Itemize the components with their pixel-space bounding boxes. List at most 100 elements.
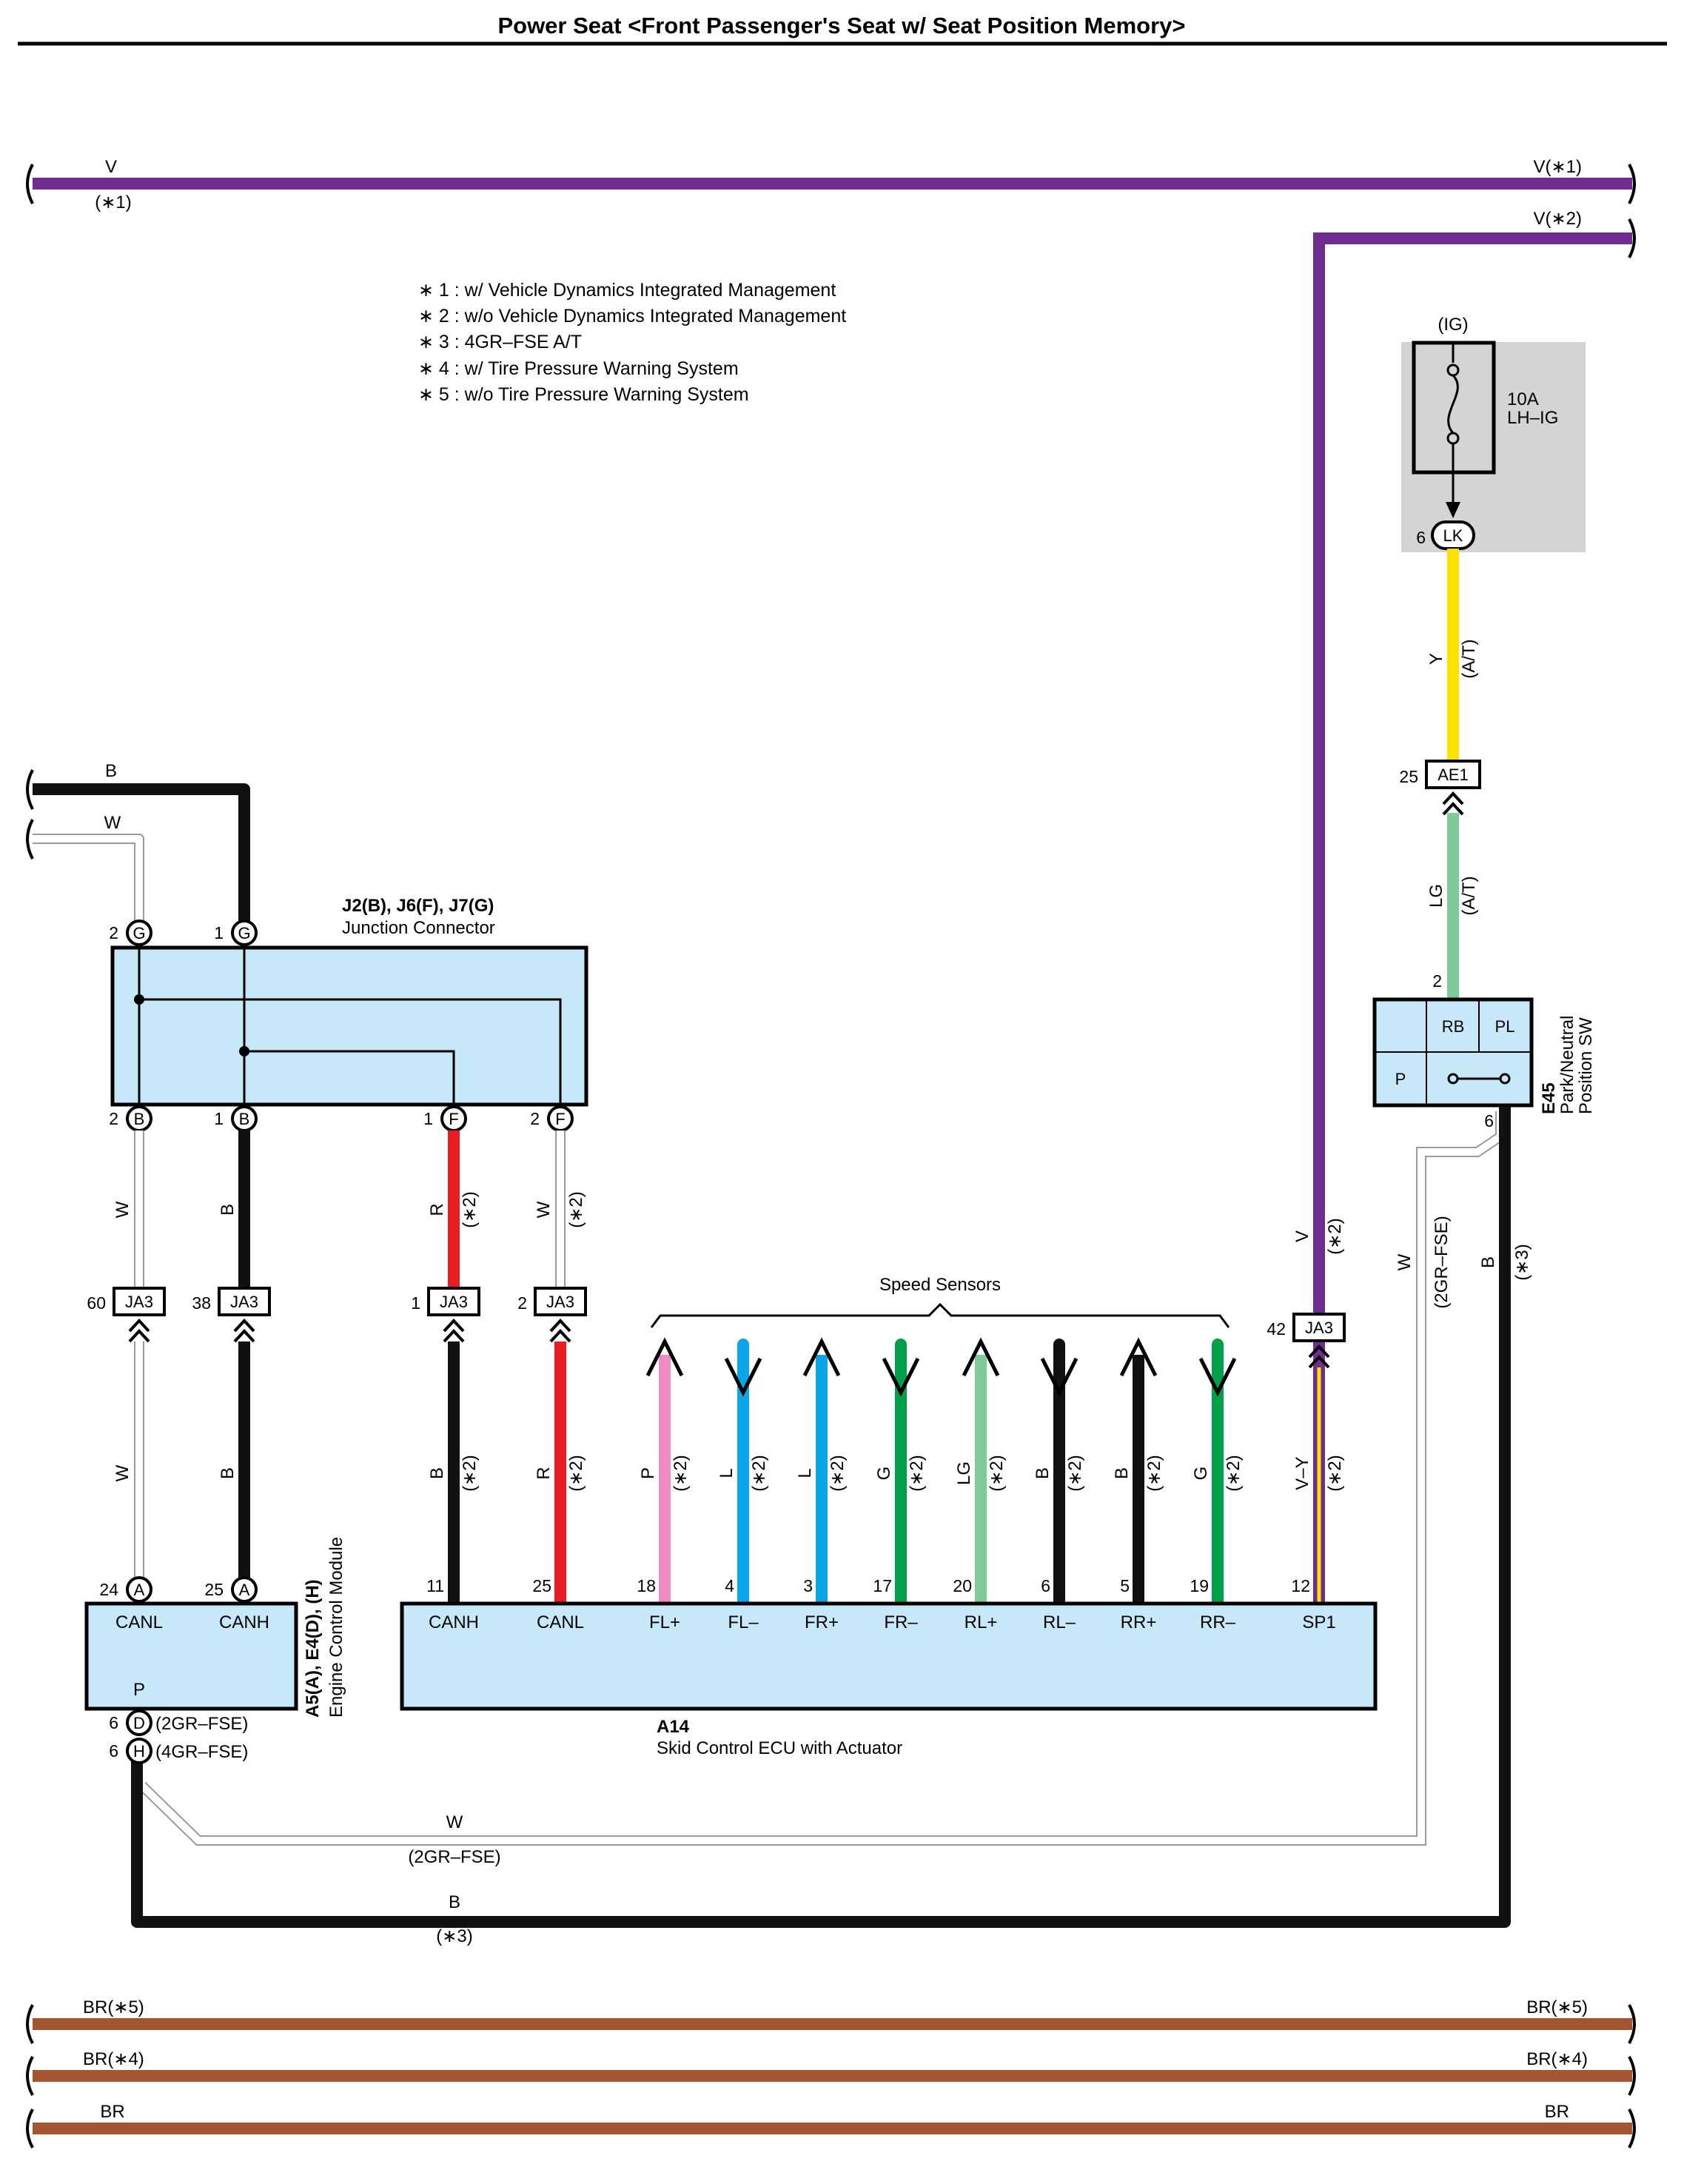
svg-text:18: 18 xyxy=(637,1576,656,1595)
svg-text:1: 1 xyxy=(411,1293,420,1313)
svg-text:RB: RB xyxy=(1442,1017,1465,1036)
svg-text:1: 1 xyxy=(423,1109,433,1128)
svg-text:4: 4 xyxy=(725,1576,734,1595)
svg-text:Engine Control Module: Engine Control Module xyxy=(326,1537,346,1718)
svg-text:(∗2): (∗2) xyxy=(828,1455,848,1491)
svg-text:2: 2 xyxy=(1432,971,1442,991)
br-wire-5: BR(∗5) BR(∗5) xyxy=(26,1997,1636,2044)
svg-text:(∗2): (∗2) xyxy=(1325,1455,1345,1491)
svg-text:JA3: JA3 xyxy=(230,1293,258,1311)
lg-wire: LG (A/T) 2 xyxy=(1426,813,1479,999)
top-w-wire: W xyxy=(26,813,144,921)
svg-text:2: 2 xyxy=(517,1293,527,1313)
svg-text:FL–: FL– xyxy=(728,1612,759,1632)
lower-wire-fr-plus: L (∗2) xyxy=(795,1337,848,1603)
svg-text:6: 6 xyxy=(109,1713,118,1732)
svg-text:G: G xyxy=(1191,1467,1211,1481)
speed-sensors-bracket: Speed Sensors xyxy=(650,1275,1230,1328)
svg-text:J2(B), J6(F), J7(G): J2(B), J6(F), J7(G) xyxy=(342,896,494,916)
svg-text:5: 5 xyxy=(1120,1576,1130,1595)
svg-text:G: G xyxy=(132,924,145,942)
svg-text:W: W xyxy=(446,1812,463,1832)
br-wire-4: BR(∗4) BR(∗4) xyxy=(26,2049,1636,2096)
svg-text:6: 6 xyxy=(1484,1111,1494,1130)
svg-text:6: 6 xyxy=(109,1741,118,1761)
svg-text:JA3: JA3 xyxy=(1305,1319,1333,1337)
upper-wire-w: W xyxy=(113,1130,144,1288)
svg-text:LG: LG xyxy=(1426,884,1446,908)
svg-text:(∗2): (∗2) xyxy=(566,1455,586,1491)
svg-text:W: W xyxy=(1395,1253,1415,1270)
svg-text:(∗2): (∗2) xyxy=(460,1191,480,1227)
fuse-name: LH–IG xyxy=(1507,408,1558,428)
y-wire: Y (A/T) xyxy=(1426,549,1479,761)
svg-text:Y: Y xyxy=(1426,653,1446,665)
svg-text:FR–: FR– xyxy=(884,1612,918,1632)
svg-text:A: A xyxy=(239,1581,250,1599)
lower-wire-ecm-canh: B xyxy=(218,1341,250,1578)
v-wire-1: V (∗1) V(∗1) xyxy=(26,157,1636,212)
svg-text:42: 42 xyxy=(1267,1319,1286,1339)
svg-text:W: W xyxy=(113,1201,132,1218)
note-5: ∗ 5 : w/o Tire Pressure Warning System xyxy=(418,384,749,405)
svg-text:CANH: CANH xyxy=(219,1612,269,1632)
svg-text:17: 17 xyxy=(873,1576,892,1595)
svg-text:P: P xyxy=(638,1467,658,1479)
svg-text:(∗2): (∗2) xyxy=(1144,1455,1164,1491)
svg-text:(∗2): (∗2) xyxy=(1065,1455,1085,1491)
svg-text:25: 25 xyxy=(532,1576,551,1595)
fuse-group-label: (IG) xyxy=(1438,315,1468,335)
notes: ∗ 1 : w/ Vehicle Dynamics Integrated Man… xyxy=(418,280,846,405)
svg-text:FL+: FL+ xyxy=(649,1612,680,1632)
svg-text:RR–: RR– xyxy=(1200,1612,1236,1632)
upper-wire-w2: W (∗2) xyxy=(534,1130,586,1288)
svg-text:B: B xyxy=(218,1204,238,1216)
svg-text:R: R xyxy=(534,1467,554,1479)
fuse-lh-ig: (IG) 10A LH–IG LK 6 xyxy=(1401,315,1586,552)
svg-text:B: B xyxy=(218,1467,238,1479)
svg-text:1: 1 xyxy=(214,923,224,942)
svg-text:6: 6 xyxy=(1041,1576,1050,1595)
lower-wire-sp1: V–Y (∗2) xyxy=(1292,1367,1345,1603)
svg-text:(2GR–FSE): (2GR–FSE) xyxy=(408,1847,500,1867)
svg-text:(∗2): (∗2) xyxy=(1325,1218,1345,1254)
svg-text:B: B xyxy=(427,1467,447,1479)
svg-text:CANL: CANL xyxy=(537,1612,584,1632)
svg-text:D: D xyxy=(133,1714,145,1732)
v-wire-note: (∗1) xyxy=(95,192,131,212)
engine-control-module: A 24 A 25 CANL CANH P D 6 (2GR–FSE) H 6 … xyxy=(84,1537,346,1764)
svg-text:B: B xyxy=(1112,1467,1132,1479)
svg-text:F: F xyxy=(555,1110,565,1128)
svg-text:B: B xyxy=(105,761,117,781)
svg-text:PL: PL xyxy=(1495,1017,1515,1036)
fuse-icon xyxy=(1447,374,1459,434)
return-b-wire: B (∗3) B (∗3) xyxy=(131,1107,1532,1946)
br-wire: BR BR xyxy=(26,2102,1636,2148)
sensor-arrow-up-icon xyxy=(802,1337,841,1377)
upper-wire-v-sp1: V (∗2) xyxy=(1292,1218,1345,1254)
svg-text:CANH: CANH xyxy=(429,1612,479,1632)
svg-text:25: 25 xyxy=(1399,767,1418,786)
svg-text:(2GR–FSE): (2GR–FSE) xyxy=(155,1714,248,1734)
v-wire-2-label: V(∗2) xyxy=(1534,209,1582,229)
svg-text:2: 2 xyxy=(109,1109,118,1128)
lower-wire-ecm-canl: W xyxy=(113,1341,144,1578)
svg-text:(4GR–FSE): (4GR–FSE) xyxy=(155,1742,248,1762)
lower-wire-rr-minus: G (∗2) xyxy=(1191,1339,1244,1609)
ja3-connector-42: JA3 42 xyxy=(1267,1313,1346,1369)
v-wire-2: V(∗2) xyxy=(1313,209,1636,1521)
upper-wire-r: R (∗2) xyxy=(427,1130,480,1288)
svg-text:B: B xyxy=(449,1892,460,1912)
note-3: ∗ 3 : 4GR–FSE A/T xyxy=(418,332,582,352)
lower-wire-rr-plus: B (∗2) xyxy=(1112,1337,1164,1603)
skid-control-ecu: 11 25 18 4 3 17 20 6 5 19 12 CANH CANL F… xyxy=(400,1576,1378,1758)
svg-text:BR(∗4): BR(∗4) xyxy=(83,2049,144,2069)
svg-text:AE1: AE1 xyxy=(1438,766,1469,784)
svg-text:(∗3): (∗3) xyxy=(1512,1244,1532,1280)
svg-text:G: G xyxy=(874,1467,894,1481)
upper-wire-b: B xyxy=(218,1130,250,1288)
svg-text:G: G xyxy=(238,924,250,942)
svg-text:20: 20 xyxy=(953,1576,972,1595)
svg-text:B: B xyxy=(1033,1467,1053,1479)
lower-wire-fl-plus: P (∗2) xyxy=(638,1337,691,1603)
